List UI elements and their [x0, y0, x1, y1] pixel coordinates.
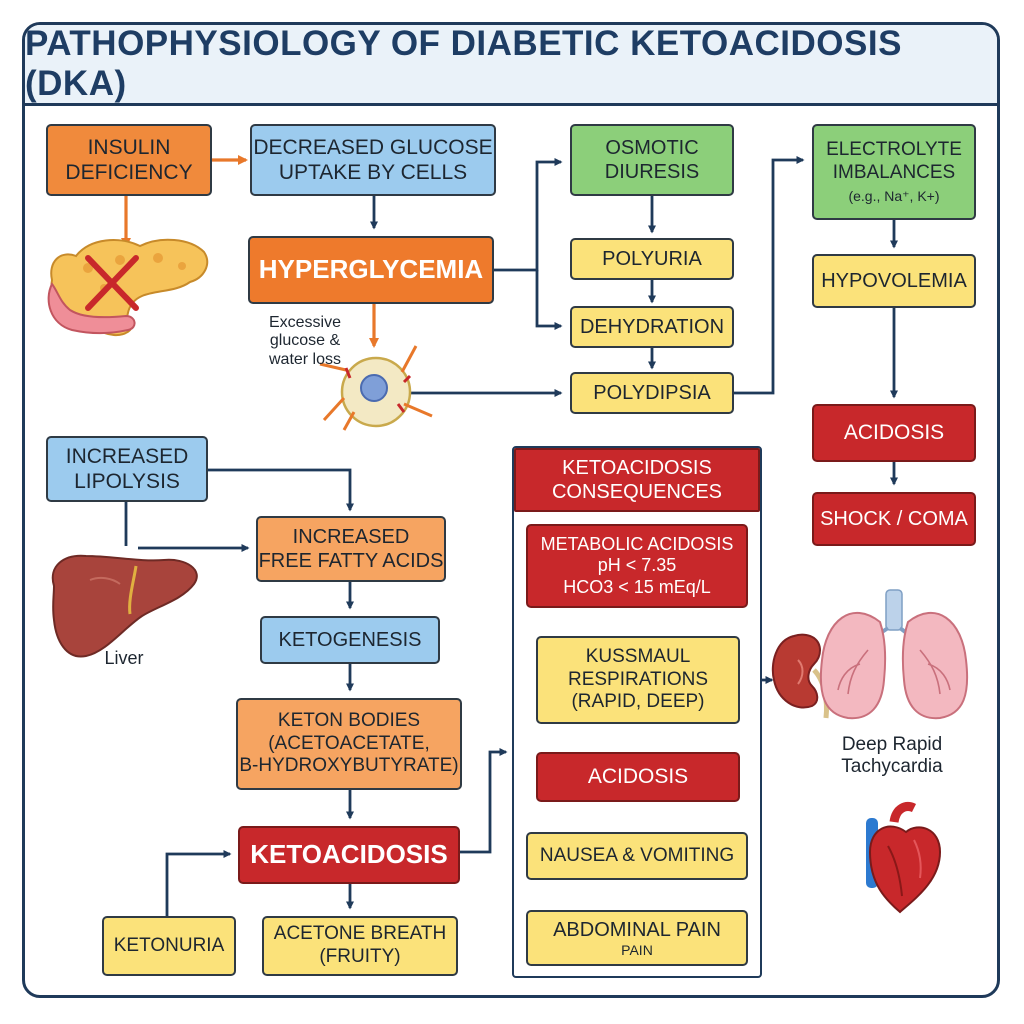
box-label: OSMOTIC DIURESIS	[604, 137, 700, 183]
box-abdominal-pain: ABDOMINAL PAIN PAIN	[526, 910, 748, 966]
box-sublabel: PAIN	[621, 941, 653, 958]
box-label: HYPOVOLEMIA	[821, 270, 967, 292]
arrow-lipolysis-ffa	[208, 468, 354, 512]
arrow-ketoacidosis-consequences	[460, 748, 508, 854]
box-label: HYPERGLYCEMIA	[258, 254, 484, 285]
box-label: INCREASED LIPOLYSIS	[65, 444, 189, 493]
heart-icon	[866, 802, 942, 914]
box-shock-coma: SHOCK / COMA	[812, 492, 976, 546]
box-label: KETON BODIES (ACETOACETATE, B-HYDROXYBUT…	[239, 709, 459, 777]
box-polydipsia: POLYDIPSIA	[570, 372, 734, 414]
box-label: POLYURIA	[602, 248, 702, 270]
box-acidosis-right: ACIDOSIS	[812, 404, 976, 462]
box-label: INSULIN DEFICIENCY	[65, 135, 193, 184]
box-label: METABOLIC ACIDOSIS pH < 7.35 HCO3 < 15 m…	[540, 533, 734, 597]
box-label: DEHYDRATION	[579, 316, 725, 338]
box-metabolic-acidosis: METABOLIC ACIDOSIS pH < 7.35 HCO3 < 15 m…	[526, 524, 748, 608]
annotation-water-loss: Excessive glucose & water loss	[268, 314, 342, 368]
box-hyperglycemia: HYPERGLYCEMIA	[248, 236, 494, 304]
box-sublabel: (e.g., Na⁺, K+)	[848, 187, 940, 204]
box-label: ELECTROLYTE IMBALANCES	[826, 139, 962, 184]
box-ketogenesis: KETOGENESIS	[260, 616, 440, 664]
box-decreased-glucose-uptake: DECREASED GLUCOSE UPTAKE BY CELLS	[250, 124, 496, 196]
box-acetone-breath: ACETONE BREATH (FRUITY)	[262, 916, 458, 976]
consequences-header: KETOACIDOSIS CONSEQUENCES	[514, 448, 760, 512]
liver-icon	[51, 554, 198, 658]
lungs-icon	[819, 589, 969, 720]
box-label: ACIDOSIS	[587, 765, 689, 789]
box-label: KUSSMAUL RESPIRATIONS (RAPID, DEEP)	[567, 645, 709, 713]
arrow-hyper-dehydration	[535, 270, 563, 330]
cross-mark-icon	[85, 255, 139, 311]
box-label: KETOACIDOSIS CONSEQUENCES	[551, 457, 723, 503]
arrow-polydipsia-electrolyte	[734, 156, 805, 395]
box-dehydration: DEHYDRATION	[570, 306, 734, 348]
box-label: INCREASED FREE FATTY ACIDS	[258, 526, 444, 572]
page-title: PATHOPHYSIOLOGY OF DIABETIC KETOACIDOSIS…	[25, 24, 902, 103]
box-keton-bodies: KETON BODIES (ACETOACETATE, B-HYDROXYBUT…	[236, 698, 462, 790]
box-kussmaul-respirations: KUSSMAUL RESPIRATIONS (RAPID, DEEP)	[536, 636, 740, 724]
box-label: KETONURIA	[113, 934, 225, 956]
box-label: ACIDOSIS	[843, 421, 945, 445]
title-band: PATHOPHYSIOLOGY OF DIABETIC KETOACIDOSIS…	[25, 25, 997, 106]
annotation-liver: Liver	[104, 648, 144, 668]
box-osmotic-diuresis: OSMOTIC DIURESIS	[570, 124, 734, 196]
box-polyuria: POLYURIA	[570, 238, 734, 280]
box-label: KETOGENESIS	[278, 629, 422, 651]
pancreas-icon	[47, 238, 209, 336]
box-increased-lipolysis: INCREASED LIPOLYSIS	[46, 436, 208, 502]
box-label: NAUSEA & VOMITING	[539, 844, 735, 866]
box-ketoacidosis: KETOACIDOSIS	[238, 826, 460, 884]
kidney-icon	[771, 633, 829, 719]
box-label: DECREASED GLUCOSE UPTAKE BY CELLS	[253, 135, 493, 184]
box-label: ABDOMINAL PAIN	[553, 918, 721, 941]
box-label: ACETONE BREATH (FRUITY)	[273, 923, 447, 967]
box-ketonuria: KETONURIA	[102, 916, 236, 976]
box-label: KETOACIDOSIS	[250, 839, 448, 870]
box-hypovolemia: HYPOVOLEMIA	[812, 254, 976, 308]
arrow-ketonuria-ketoacidosis	[165, 850, 232, 916]
box-increased-ffa: INCREASED FREE FATTY ACIDS	[256, 516, 446, 582]
box-acidosis-consequence: ACIDOSIS	[536, 752, 740, 802]
box-electrolyte-imbalances: ELECTROLYTE IMBALANCES (e.g., Na⁺, K+)	[812, 124, 976, 220]
annotation-deep-rapid: Deep Rapid Tachycardia	[841, 734, 943, 777]
box-nausea-vomiting: NAUSEA & VOMITING	[526, 832, 748, 880]
box-insulin-deficiency: INSULIN DEFICIENCY	[46, 124, 212, 196]
cell-icon	[319, 345, 433, 431]
box-label: POLYDIPSIA	[593, 382, 711, 404]
arrow-hyper-branch	[494, 158, 563, 272]
box-label: SHOCK / COMA	[820, 508, 968, 530]
